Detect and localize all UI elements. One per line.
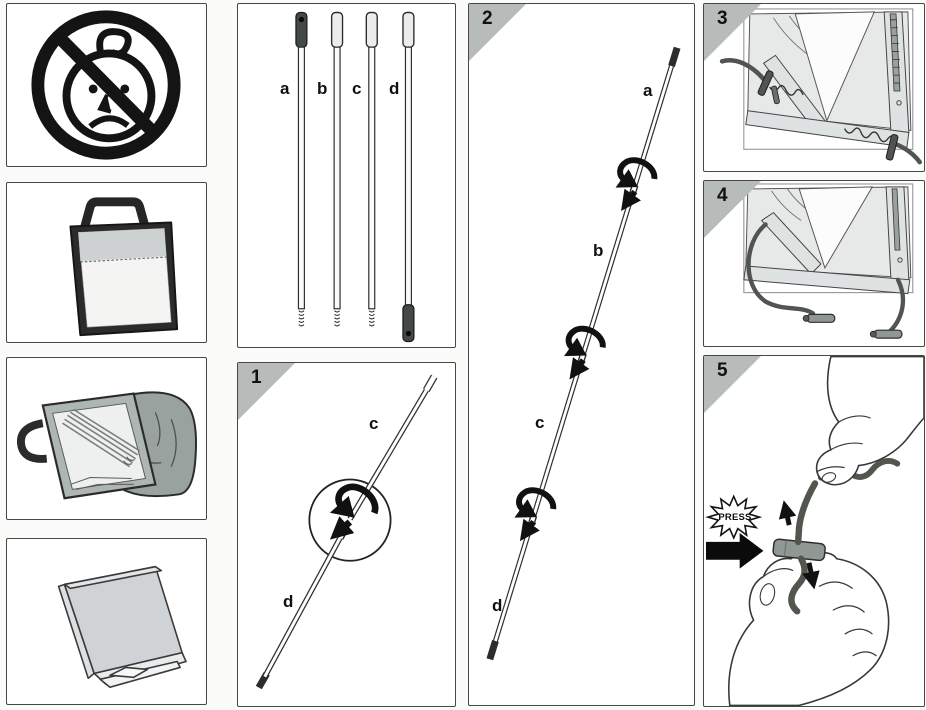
twist-detail-circle (308, 478, 392, 562)
pole-label-d: d (389, 79, 400, 98)
pole-assembly-cd-icon (255, 374, 438, 690)
open-bag-with-poles-icon (17, 391, 198, 500)
step1-label-d: d (283, 592, 294, 611)
panel-pole-parts: a b c d (237, 3, 456, 348)
folded-tent-cloth-icon (57, 565, 187, 688)
step2-label-a: a (643, 81, 653, 100)
corner-attachment-icon (719, 8, 923, 165)
pole-label-c: c (352, 79, 362, 98)
step-4-number: 4 (717, 185, 728, 206)
panel-step-5: 5 PRESS (703, 355, 925, 707)
pole-label-b: b (317, 79, 328, 98)
panel-step-2: 2 a (468, 3, 695, 706)
panel-folded-cloth (6, 538, 207, 705)
step-2-number: 2 (482, 8, 493, 29)
no-children-icon (31, 10, 181, 160)
panel-step-3: 3 (703, 3, 925, 172)
press-starburst (705, 494, 763, 540)
step-1-number: 1 (251, 367, 262, 388)
lower-hand (728, 551, 890, 706)
corner-cords-icon (743, 183, 914, 339)
upper-hand (815, 356, 924, 486)
panel-step-1: 1 c d (237, 362, 456, 707)
cord (794, 480, 819, 546)
full-pole-assembly-icon (486, 46, 681, 661)
step2-label-c: c (535, 413, 545, 432)
step-3-number: 3 (717, 8, 728, 29)
panel-bag-open-poles (6, 357, 207, 520)
press-toggle-hands-icon (705, 356, 924, 706)
step2-label-d: d (492, 596, 503, 615)
panel-step-4: 4 (703, 180, 925, 347)
press-label: PRESS (718, 512, 752, 523)
pole-label-a: a (280, 79, 290, 98)
step1-label-c: c (369, 414, 379, 433)
panel-carry-bag (6, 182, 207, 343)
step-5-number: 5 (717, 360, 728, 381)
pole-set-icon (295, 11, 415, 343)
step2-label-b: b (593, 241, 604, 260)
press-arrow-icon (705, 532, 764, 569)
panel-warning-no-children (6, 3, 207, 167)
carry-bag-icon (69, 197, 179, 337)
